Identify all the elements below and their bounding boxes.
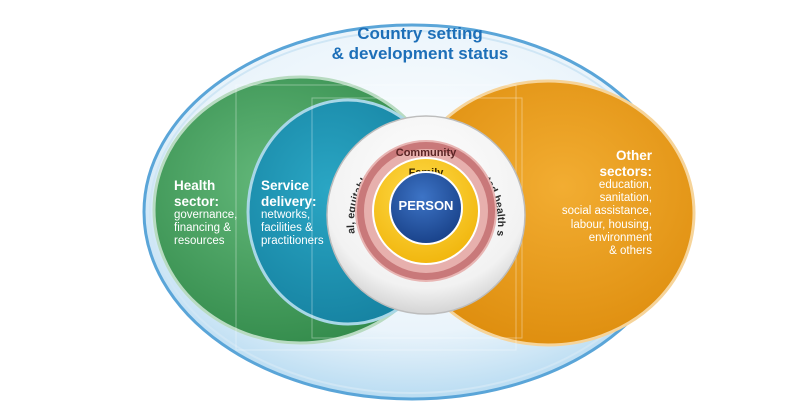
service-detail-3: practitioners [261, 235, 324, 248]
other-heading-2: sectors: [599, 163, 652, 179]
health-heading-1: Health [174, 178, 216, 193]
service-heading-2: delivery: [261, 193, 317, 209]
health-heading-2: sector: [174, 193, 220, 209]
person-circle [389, 171, 463, 245]
other-sectors-label: Other sectors: education, sanitation, so… [540, 148, 652, 258]
country-setting-title: Country setting & development status [290, 24, 550, 65]
other-detail-3: social assistance, [561, 205, 652, 218]
health-detail-2: financing & [174, 222, 231, 235]
community-label: Community [396, 147, 457, 159]
other-detail-1: education, [598, 179, 652, 192]
other-detail-2: sanitation, [599, 192, 652, 205]
title-line-1: Country setting [357, 24, 483, 43]
health-detail-3: resources [174, 235, 225, 248]
other-detail-4: labour, housing, [570, 218, 652, 231]
other-detail-6: & others [609, 245, 652, 258]
service-heading-1: Service [261, 178, 310, 193]
person-label: PERSON [398, 198, 454, 213]
health-sector-label: Health sector: governance, financing & r… [174, 178, 264, 249]
service-detail-2: facilities & [261, 222, 313, 235]
title-line-2: & development status [331, 44, 509, 64]
service-detail-1: networks, [261, 209, 311, 222]
service-delivery-label: Service delivery: networks, facilities &… [261, 178, 351, 249]
other-heading-1: Other [615, 148, 652, 163]
other-detail-5: environment [588, 231, 652, 244]
health-detail-1: governance, [174, 209, 238, 222]
